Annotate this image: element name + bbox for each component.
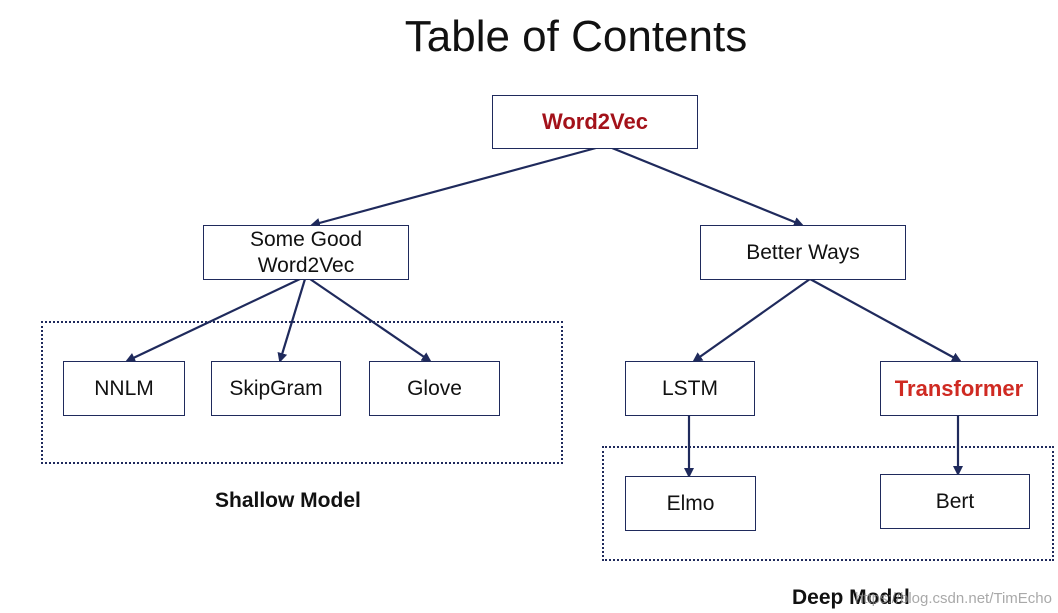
edge-root-better-ways: [611, 146, 804, 227]
edge-some-good-skipgram: [277, 278, 307, 363]
node-some-good-word2vec: Some Good Word2Vec: [203, 225, 409, 280]
node-elmo: Elmo: [625, 476, 756, 531]
edge-better-ways-lstm: [692, 278, 811, 363]
watermark: https://blog.csdn.net/TimEcho: [854, 590, 1052, 607]
node-glove: Glove: [369, 361, 500, 416]
page-title: Table of Contents: [404, 12, 748, 61]
shallow-model-group: [41, 321, 563, 464]
deep-model-group: [602, 446, 1054, 561]
node-some-good-word2vec-label: Some Good Word2Vec: [249, 227, 363, 277]
edge-some-good-nnlm: [125, 278, 301, 363]
node-better-ways: Better Ways: [700, 225, 906, 280]
node-word2vec-root: Word2Vec: [492, 95, 698, 149]
node-nnlm: NNLM: [63, 361, 185, 416]
node-skipgram: SkipGram: [211, 361, 341, 416]
shallow-model-label: Shallow Model: [215, 489, 361, 512]
deep-model-label: Deep Model: [792, 586, 910, 609]
node-transformer: Transformer: [880, 361, 1038, 416]
node-bert: Bert: [880, 474, 1030, 529]
node-lstm: LSTM: [625, 361, 755, 416]
edge-some-good-glove: [309, 278, 432, 363]
edge-root-some-good: [310, 146, 597, 228]
edge-better-ways-transformer: [809, 278, 962, 362]
